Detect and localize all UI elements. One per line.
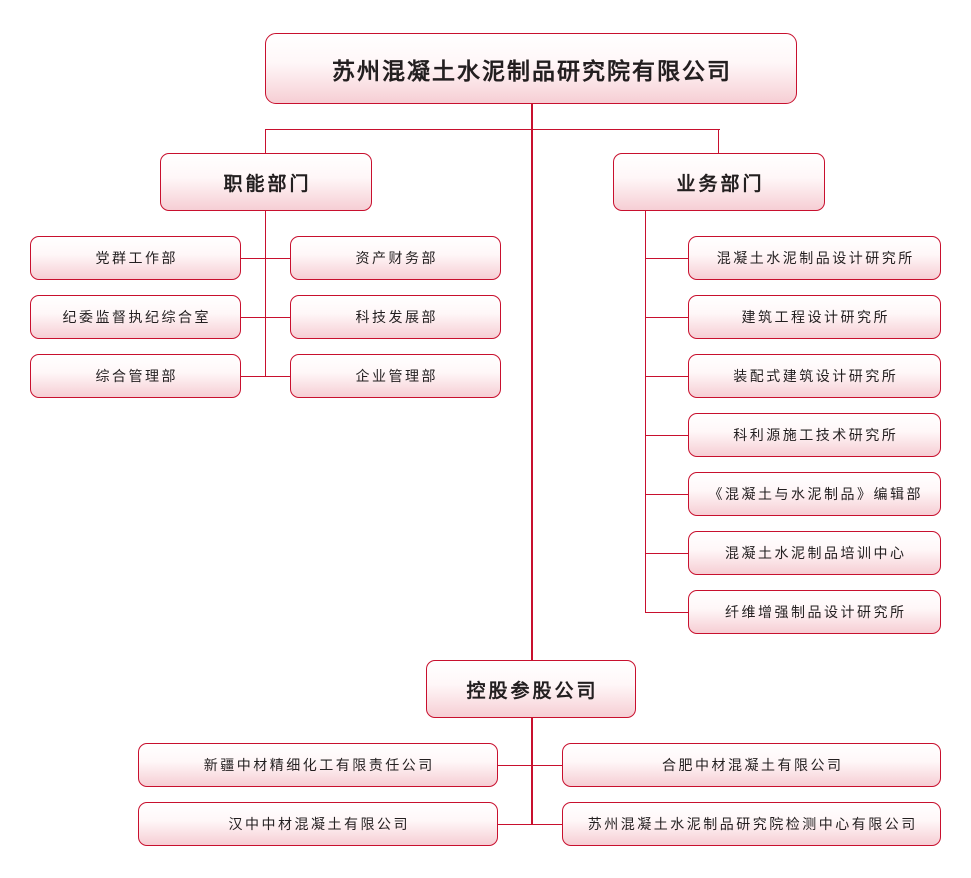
functional-dept-box: 资产财务部	[290, 236, 501, 280]
functional-dept-box: 科技发展部	[290, 295, 501, 339]
business-unit-box: 科利源施工技术研究所	[688, 413, 941, 457]
holding-company-box: 苏州混凝土水泥制品研究院检测中心有限公司	[562, 802, 941, 846]
functional-dept-box: 企业管理部	[290, 354, 501, 398]
business-unit-box: 纤维增强制品设计研究所	[688, 590, 941, 634]
connector-line-functional-branch	[241, 316, 290, 318]
connector-line-business-branch	[645, 375, 688, 377]
connector-line-business-drop	[717, 129, 719, 153]
dept-group-business: 业务部门	[613, 153, 825, 211]
holding-company-box: 合肥中材混凝土有限公司	[562, 743, 941, 787]
connector-line-functional-trunk	[264, 211, 266, 377]
dept-group-holdings: 控股参股公司	[426, 660, 636, 718]
connector-line-business-trunk	[644, 211, 646, 613]
holding-company-box: 新疆中材精细化工有限责任公司	[138, 743, 498, 787]
business-unit-box: 装配式建筑设计研究所	[688, 354, 941, 398]
holding-company-box: 汉中中材混凝土有限公司	[138, 802, 498, 846]
connector-line-functional-branch	[241, 375, 290, 377]
business-unit-box: 混凝土水泥制品设计研究所	[688, 236, 941, 280]
connector-line-holdings-branch	[498, 764, 562, 766]
dept-group-functional: 职能部门	[160, 153, 372, 211]
functional-dept-box: 综合管理部	[30, 354, 241, 398]
connector-line-holdings-trunk	[531, 718, 533, 825]
business-unit-box: 《混凝土与水泥制品》编辑部	[688, 472, 941, 516]
connector-line-business-branch	[645, 493, 688, 495]
functional-dept-box: 党群工作部	[30, 236, 241, 280]
connector-line-functional-drop	[264, 129, 266, 153]
connector-line-business-branch	[645, 316, 688, 318]
functional-dept-box: 纪委监督执纪综合室	[30, 295, 241, 339]
connector-line-main-trunk	[531, 104, 533, 660]
org-root-box: 苏州混凝土水泥制品研究院有限公司	[265, 33, 797, 104]
connector-line-business-branch	[645, 434, 688, 436]
business-unit-box: 建筑工程设计研究所	[688, 295, 941, 339]
connector-line-business-branch	[645, 552, 688, 554]
connector-line-top-bar	[264, 128, 720, 130]
business-unit-box: 混凝土水泥制品培训中心	[688, 531, 941, 575]
connector-line-business-branch	[645, 611, 688, 613]
connector-line-holdings-branch	[498, 823, 562, 825]
connector-line-functional-branch	[241, 257, 290, 259]
connector-line-business-branch	[645, 257, 688, 259]
